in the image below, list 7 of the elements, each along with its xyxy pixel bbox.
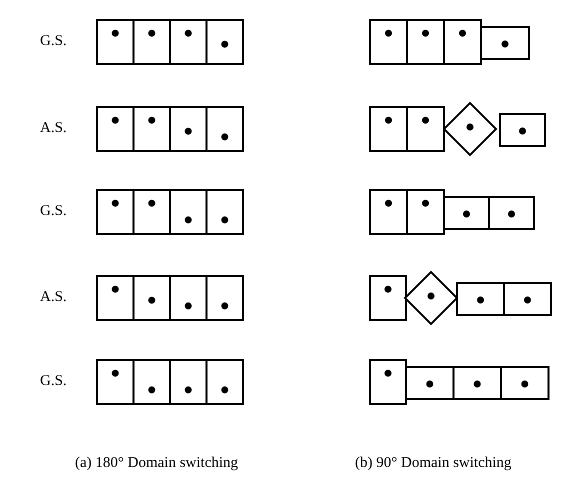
row-label: A.S. <box>40 289 67 306</box>
caption: (a) 180° Domain switching <box>75 455 238 472</box>
row-label: G.S. <box>40 203 67 220</box>
row-label: G.S. <box>40 33 67 50</box>
row-label: G.S. <box>40 373 67 390</box>
row-label: A.S. <box>40 120 67 137</box>
caption: (b) 90° Domain switching <box>355 455 512 472</box>
